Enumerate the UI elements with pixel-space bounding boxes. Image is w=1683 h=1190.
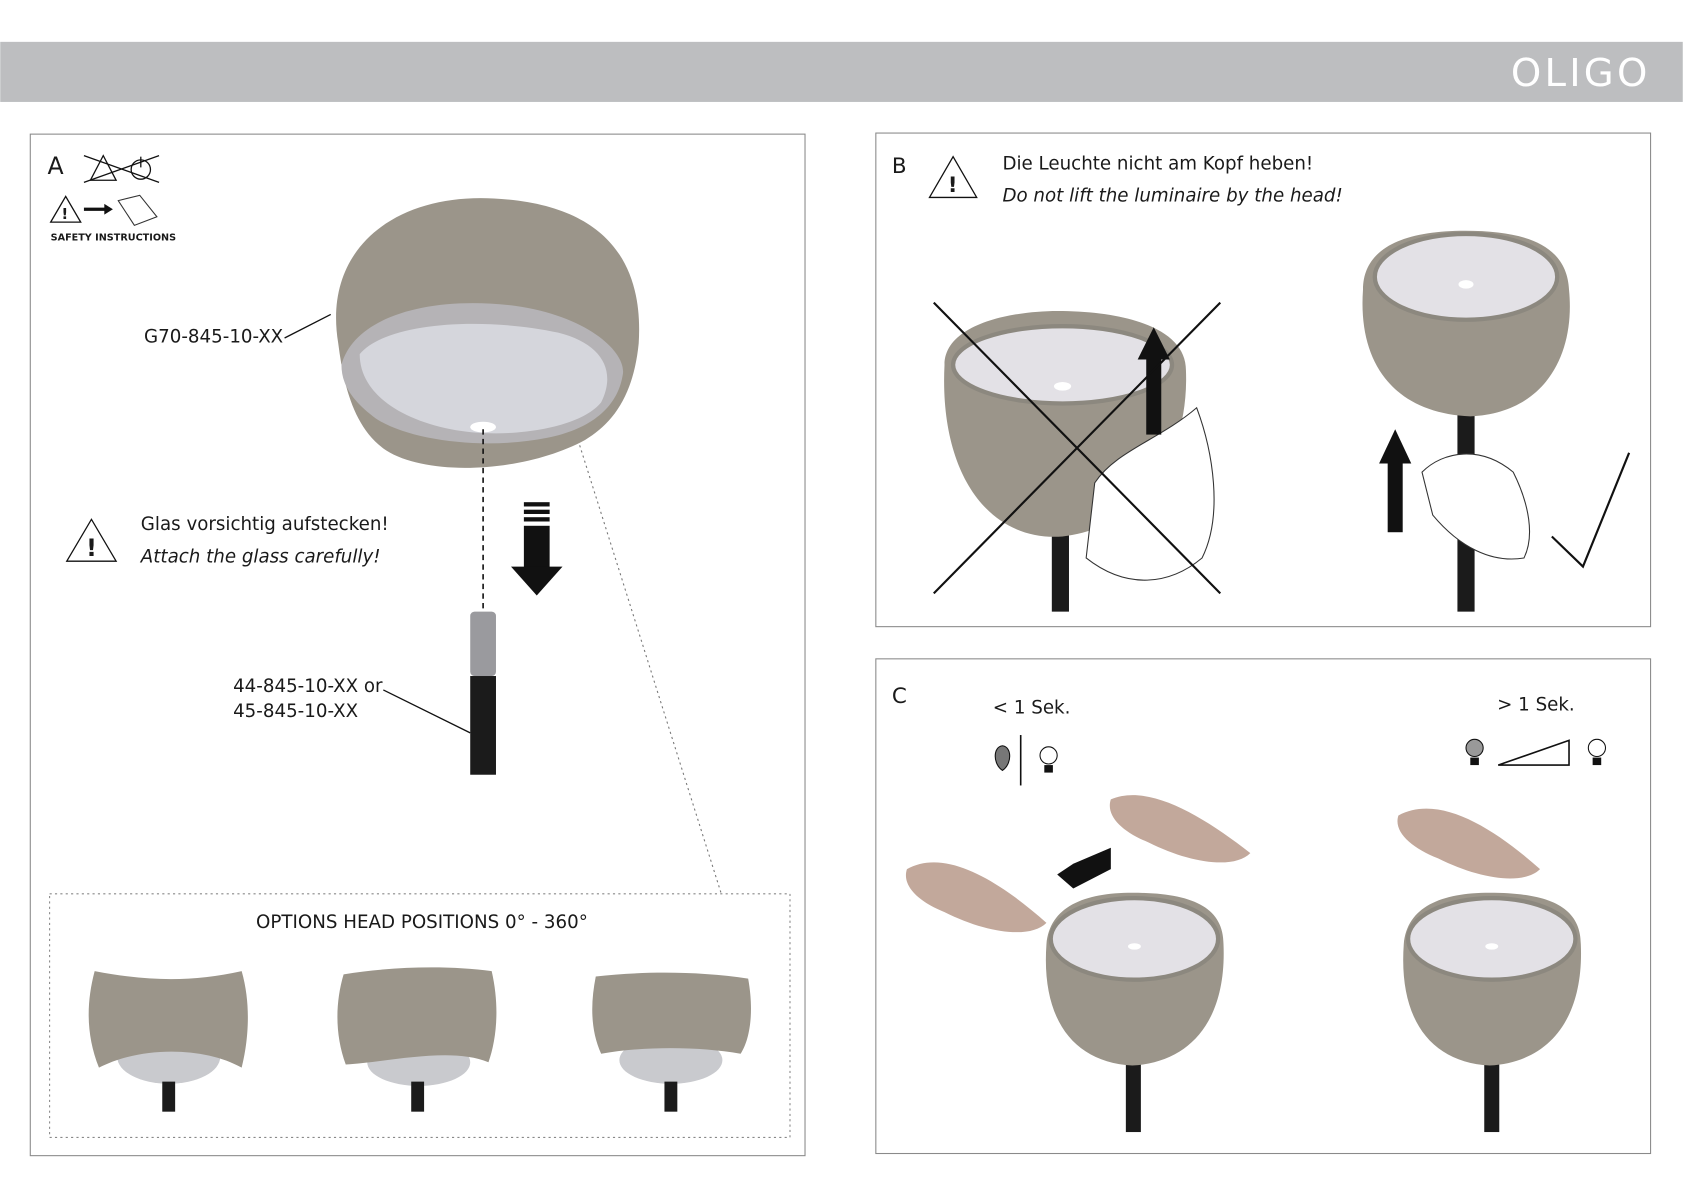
- head-part-number: G70-845-10-XX: [144, 326, 283, 347]
- svg-text:!: !: [61, 205, 68, 223]
- light-toggle-icon: [994, 735, 1058, 786]
- panel-a: A ! SAFETY INSTRUCTIONS G70-845-10-XX: [29, 133, 806, 1157]
- panel-a-letter: A: [47, 152, 63, 180]
- panel-b: B ! Die Leuchte nicht am Kopf heben! Do …: [875, 132, 1652, 628]
- warning-glass-de: Glas vorsichtig aufstecken!: [141, 514, 389, 535]
- header-bar: [0, 41, 1683, 102]
- down-arrow-icon: [511, 502, 563, 596]
- wrong-lift-illustration: [933, 301, 1222, 612]
- head-position-1: [88, 971, 248, 1112]
- correct-lift-illustration: [1362, 230, 1631, 612]
- stem-part-number-1: 44-845-10-XX or: [233, 676, 383, 697]
- warning-icon: !: [928, 155, 978, 199]
- gesture-hold-illustration: [1397, 808, 1582, 1133]
- power-off-icon: [83, 154, 160, 184]
- long-press-label: > 1 Sek.: [1497, 694, 1575, 715]
- brand-logo: OLIGO: [1511, 51, 1651, 96]
- check-icon: [1551, 452, 1631, 569]
- svg-text:!: !: [948, 173, 958, 198]
- stem-illustration: [470, 611, 496, 775]
- short-press-label: < 1 Sek.: [993, 698, 1071, 719]
- options-title: OPTIONS HEAD POSITIONS 0° - 360°: [256, 912, 588, 933]
- head-position-options: [88, 967, 751, 1112]
- dimming-icon: [1465, 738, 1607, 766]
- panel-c-letter: C: [892, 684, 907, 709]
- panel-c: C < 1 Sek. > 1 Sek.: [875, 658, 1652, 1155]
- safety-instructions-label: SAFETY INSTRUCTIONS: [51, 232, 176, 243]
- svg-text:!: !: [86, 534, 97, 562]
- head-position-3: [592, 972, 751, 1112]
- gesture-wave-illustration: [905, 795, 1251, 1133]
- stem-part-number-2: 45-845-10-XX: [233, 701, 358, 722]
- head-position-2: [337, 967, 497, 1112]
- warning-icon: !: [65, 518, 118, 562]
- warning-lift-de: Die Leuchte nicht am Kopf heben!: [1002, 154, 1313, 175]
- safety-instructions-icon: ! SAFETY INSTRUCTIONS: [49, 194, 176, 243]
- warning-glass-en: Attach the glass carefully!: [140, 546, 381, 567]
- warning-lift-en: Do not lift the luminaire by the head!: [1002, 186, 1342, 207]
- panel-b-letter: B: [892, 154, 907, 179]
- lamp-head-illustration: [336, 198, 640, 468]
